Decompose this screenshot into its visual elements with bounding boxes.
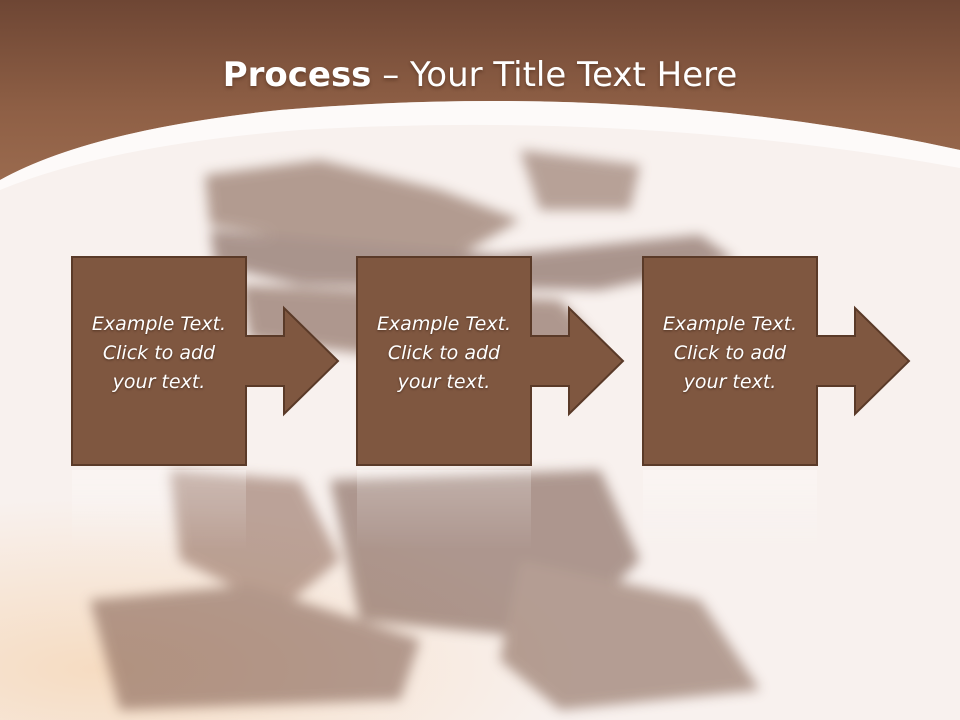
title-bold-text: Process [222, 55, 372, 95]
step-text-1: Example Text. Click to add your text. [71, 310, 247, 397]
step-text-line: Click to add [102, 342, 216, 364]
process-box-arrow-2 [356, 256, 625, 466]
process-box-arrow-3 [642, 256, 911, 466]
slide-title[interactable]: Process – Your Title Text Here [0, 52, 960, 98]
step-reflection-1 [72, 470, 246, 550]
step-reflection-3 [643, 470, 817, 550]
step-text-line: your text. [397, 371, 491, 393]
process-step-3[interactable]: Example Text. Click to add your text. [642, 256, 911, 550]
step-text-line: your text. [683, 371, 777, 393]
title-rest-text: – Your Title Text Here [371, 55, 738, 95]
process-step-1[interactable]: Example Text. Click to add your text. [71, 256, 340, 550]
step-text-line: Example Text. [91, 313, 227, 335]
process-box-arrow-1 [71, 256, 340, 466]
step-text-3: Example Text. Click to add your text. [642, 310, 818, 397]
step-text-line: Click to add [673, 342, 787, 364]
step-text-line: Example Text. [662, 313, 798, 335]
step-text-line: your text. [112, 371, 206, 393]
step-text-line: Example Text. [376, 313, 512, 335]
step-reflection-2 [357, 470, 531, 550]
step-text-line: Click to add [387, 342, 501, 364]
step-text-2: Example Text. Click to add your text. [356, 310, 532, 397]
process-step-2[interactable]: Example Text. Click to add your text. [356, 256, 625, 550]
